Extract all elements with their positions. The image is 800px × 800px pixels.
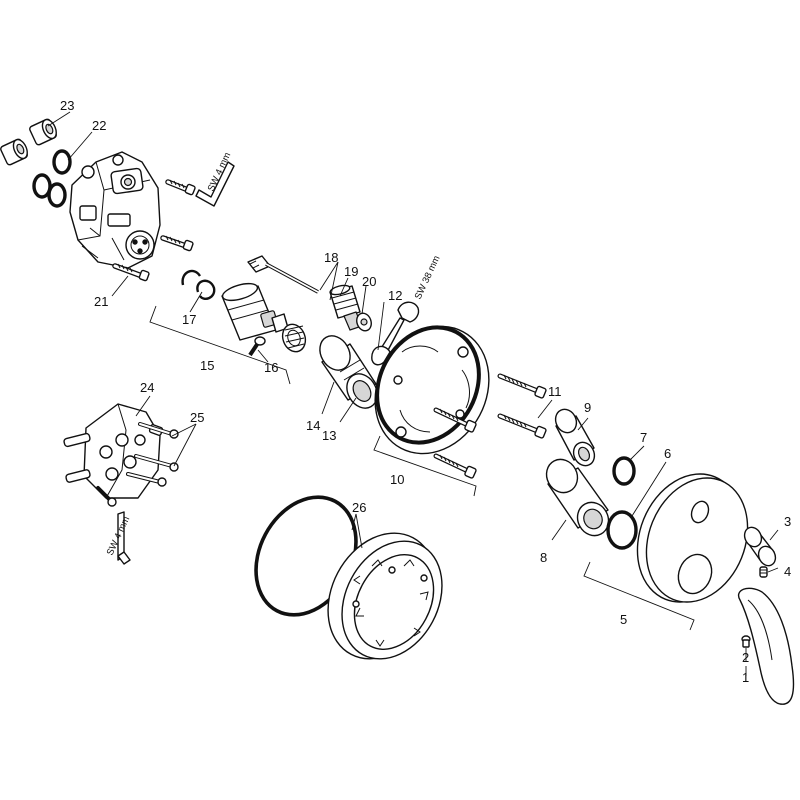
- part-labels: 23 22 21 17 15 16 18 19 20 12 14 13 10 1…: [60, 98, 791, 685]
- part-2-screw: [741, 635, 751, 648]
- label-16: 16: [264, 360, 278, 375]
- label-8: 8: [540, 550, 547, 565]
- label-3: 3: [784, 514, 791, 529]
- label-4: 4: [784, 564, 791, 579]
- label-24: 24: [140, 380, 154, 395]
- part-3-cap: [743, 526, 777, 567]
- part-15-cartridge: [221, 282, 289, 341]
- part-16-screw: [248, 336, 266, 357]
- hex-key-left: SW 4 mm: [105, 511, 132, 565]
- leader-lines: [47, 111, 779, 676]
- screw-lower: [112, 263, 150, 282]
- label-5: 5: [620, 612, 627, 627]
- label-26: 26: [352, 500, 366, 515]
- part-15-nut: [281, 323, 307, 353]
- part-24-valve-block: [63, 403, 164, 499]
- label-20: 20: [362, 274, 376, 289]
- part-14-sleeve: [319, 335, 378, 409]
- label-23: 23: [60, 98, 74, 113]
- screw-plate-2: [433, 453, 477, 479]
- part-20-stop: [356, 312, 372, 332]
- screw-plate-1: [433, 407, 477, 433]
- label-10: 10: [390, 472, 404, 487]
- spanner-label: SW 38 mm: [413, 254, 443, 301]
- label-25: 25: [190, 410, 204, 425]
- label-21: 21: [94, 294, 108, 309]
- label-12: 12: [388, 288, 402, 303]
- part-7-o-ring: [612, 456, 636, 486]
- part-17-clips: [181, 269, 216, 300]
- label-14: 14: [306, 418, 320, 433]
- part-9-extension: [554, 408, 596, 467]
- part-21-valve-body: [69, 151, 161, 269]
- label-13: 13: [322, 428, 336, 443]
- part-26-install-ring: [327, 532, 443, 660]
- part-23-caps: [0, 118, 57, 166]
- part-11-screws: [497, 373, 547, 439]
- part-10-mounting-plate: [374, 325, 490, 455]
- label-9: 9: [584, 400, 591, 415]
- part-5-escutcheon: [636, 473, 749, 603]
- part-1-lever: [737, 587, 795, 705]
- label-6: 6: [664, 446, 671, 461]
- label-7: 7: [640, 430, 647, 445]
- screw-middle: [160, 235, 194, 252]
- label-1: 1: [742, 670, 749, 685]
- part-4-screw: [759, 566, 768, 578]
- part-22-o-rings: [32, 149, 72, 208]
- screw-upper: [165, 179, 196, 196]
- part-8-sleeve: [545, 458, 610, 537]
- part-6-o-ring: [606, 510, 638, 550]
- part-18-rod: [247, 255, 319, 294]
- label-2: 2: [742, 650, 749, 665]
- label-11: 11: [548, 384, 562, 399]
- label-18: 18: [324, 250, 338, 265]
- label-22: 22: [92, 118, 106, 133]
- hex-key-top: SW 4 mm: [195, 151, 235, 207]
- label-19: 19: [344, 264, 358, 279]
- label-15: 15: [200, 358, 214, 373]
- part-25-screws: [96, 422, 179, 507]
- label-17: 17: [182, 312, 196, 327]
